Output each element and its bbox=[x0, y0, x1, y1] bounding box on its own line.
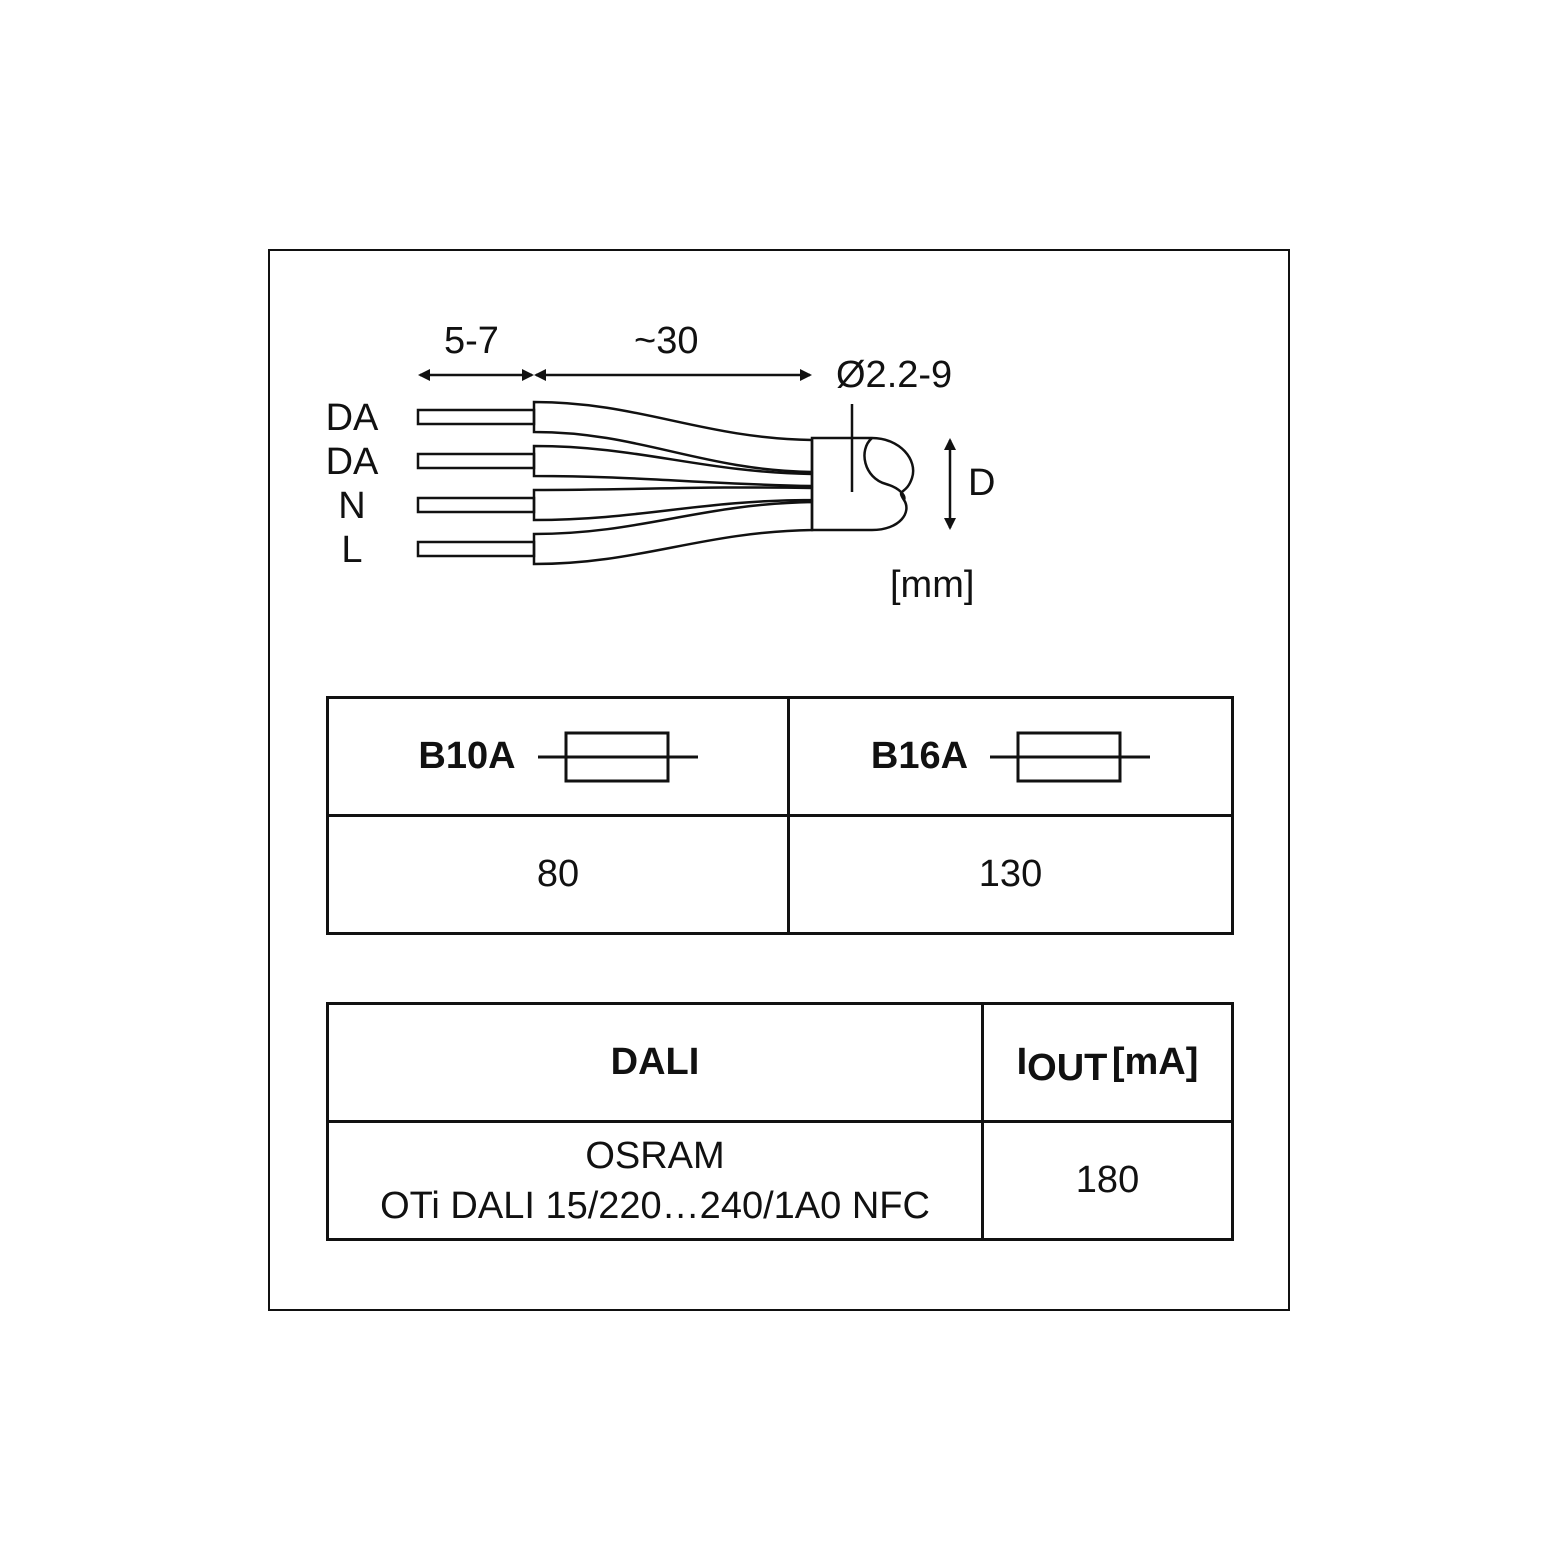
driver-model: OTi DALI 15/220…240/1A0 NFC bbox=[380, 1184, 930, 1227]
fuse-header-b16a: B16A bbox=[787, 696, 1234, 817]
fuse-icon bbox=[990, 731, 1151, 782]
driver-table: DALI IOUT [mA] OSRAM OTi DALI 15/220…240… bbox=[326, 1002, 1234, 1241]
wire-label-da-2: DA bbox=[325, 441, 379, 483]
wire-label-l: L bbox=[341, 529, 363, 571]
fuse-label-b10a: B10A bbox=[418, 735, 516, 777]
strip-length-label: 5-7 bbox=[444, 320, 499, 362]
cable-end-curl bbox=[863, 437, 906, 501]
conductor-2 bbox=[416, 452, 536, 470]
d-label: D bbox=[968, 462, 996, 504]
cable-sheath bbox=[810, 436, 915, 532]
fuse-value-b10a: 80 bbox=[326, 814, 790, 935]
fuse-label-b16a: B16A bbox=[870, 735, 969, 777]
fuse-table: B10A B16A 80 130 bbox=[326, 696, 1234, 935]
diagram-frame bbox=[268, 249, 1290, 1311]
current-header-unit: [mA] bbox=[1111, 1041, 1199, 1083]
wire-label-da-1: DA bbox=[325, 397, 379, 439]
wiring-diagram bbox=[416, 369, 956, 566]
wire-label-n: N bbox=[338, 485, 366, 527]
current-header: IOUT [mA] bbox=[981, 1002, 1234, 1123]
driver-header: DALI bbox=[326, 1002, 984, 1123]
current-value: 180 bbox=[981, 1120, 1234, 1241]
conductor-3 bbox=[416, 496, 536, 514]
current-header-symbol: I bbox=[1016, 1041, 1028, 1083]
fuse-value-b16a: 130 bbox=[787, 814, 1234, 935]
driver-brand: OSRAM bbox=[585, 1134, 725, 1177]
conductor-4 bbox=[416, 540, 536, 558]
conductor-1 bbox=[416, 408, 536, 426]
fuse-icon bbox=[537, 731, 698, 782]
total-length-label: ~30 bbox=[634, 320, 699, 362]
diameter-label: Ø2.2-9 bbox=[836, 354, 953, 396]
unit-label: [mm] bbox=[890, 564, 975, 606]
wire-4 bbox=[532, 500, 814, 566]
wire-1 bbox=[532, 400, 814, 474]
fuse-header-b10a: B10A bbox=[326, 696, 790, 817]
current-header-subscript: OUT bbox=[1027, 1047, 1108, 1089]
driver-name-cell: OSRAM OTi DALI 15/220…240/1A0 NFC bbox=[326, 1120, 984, 1241]
